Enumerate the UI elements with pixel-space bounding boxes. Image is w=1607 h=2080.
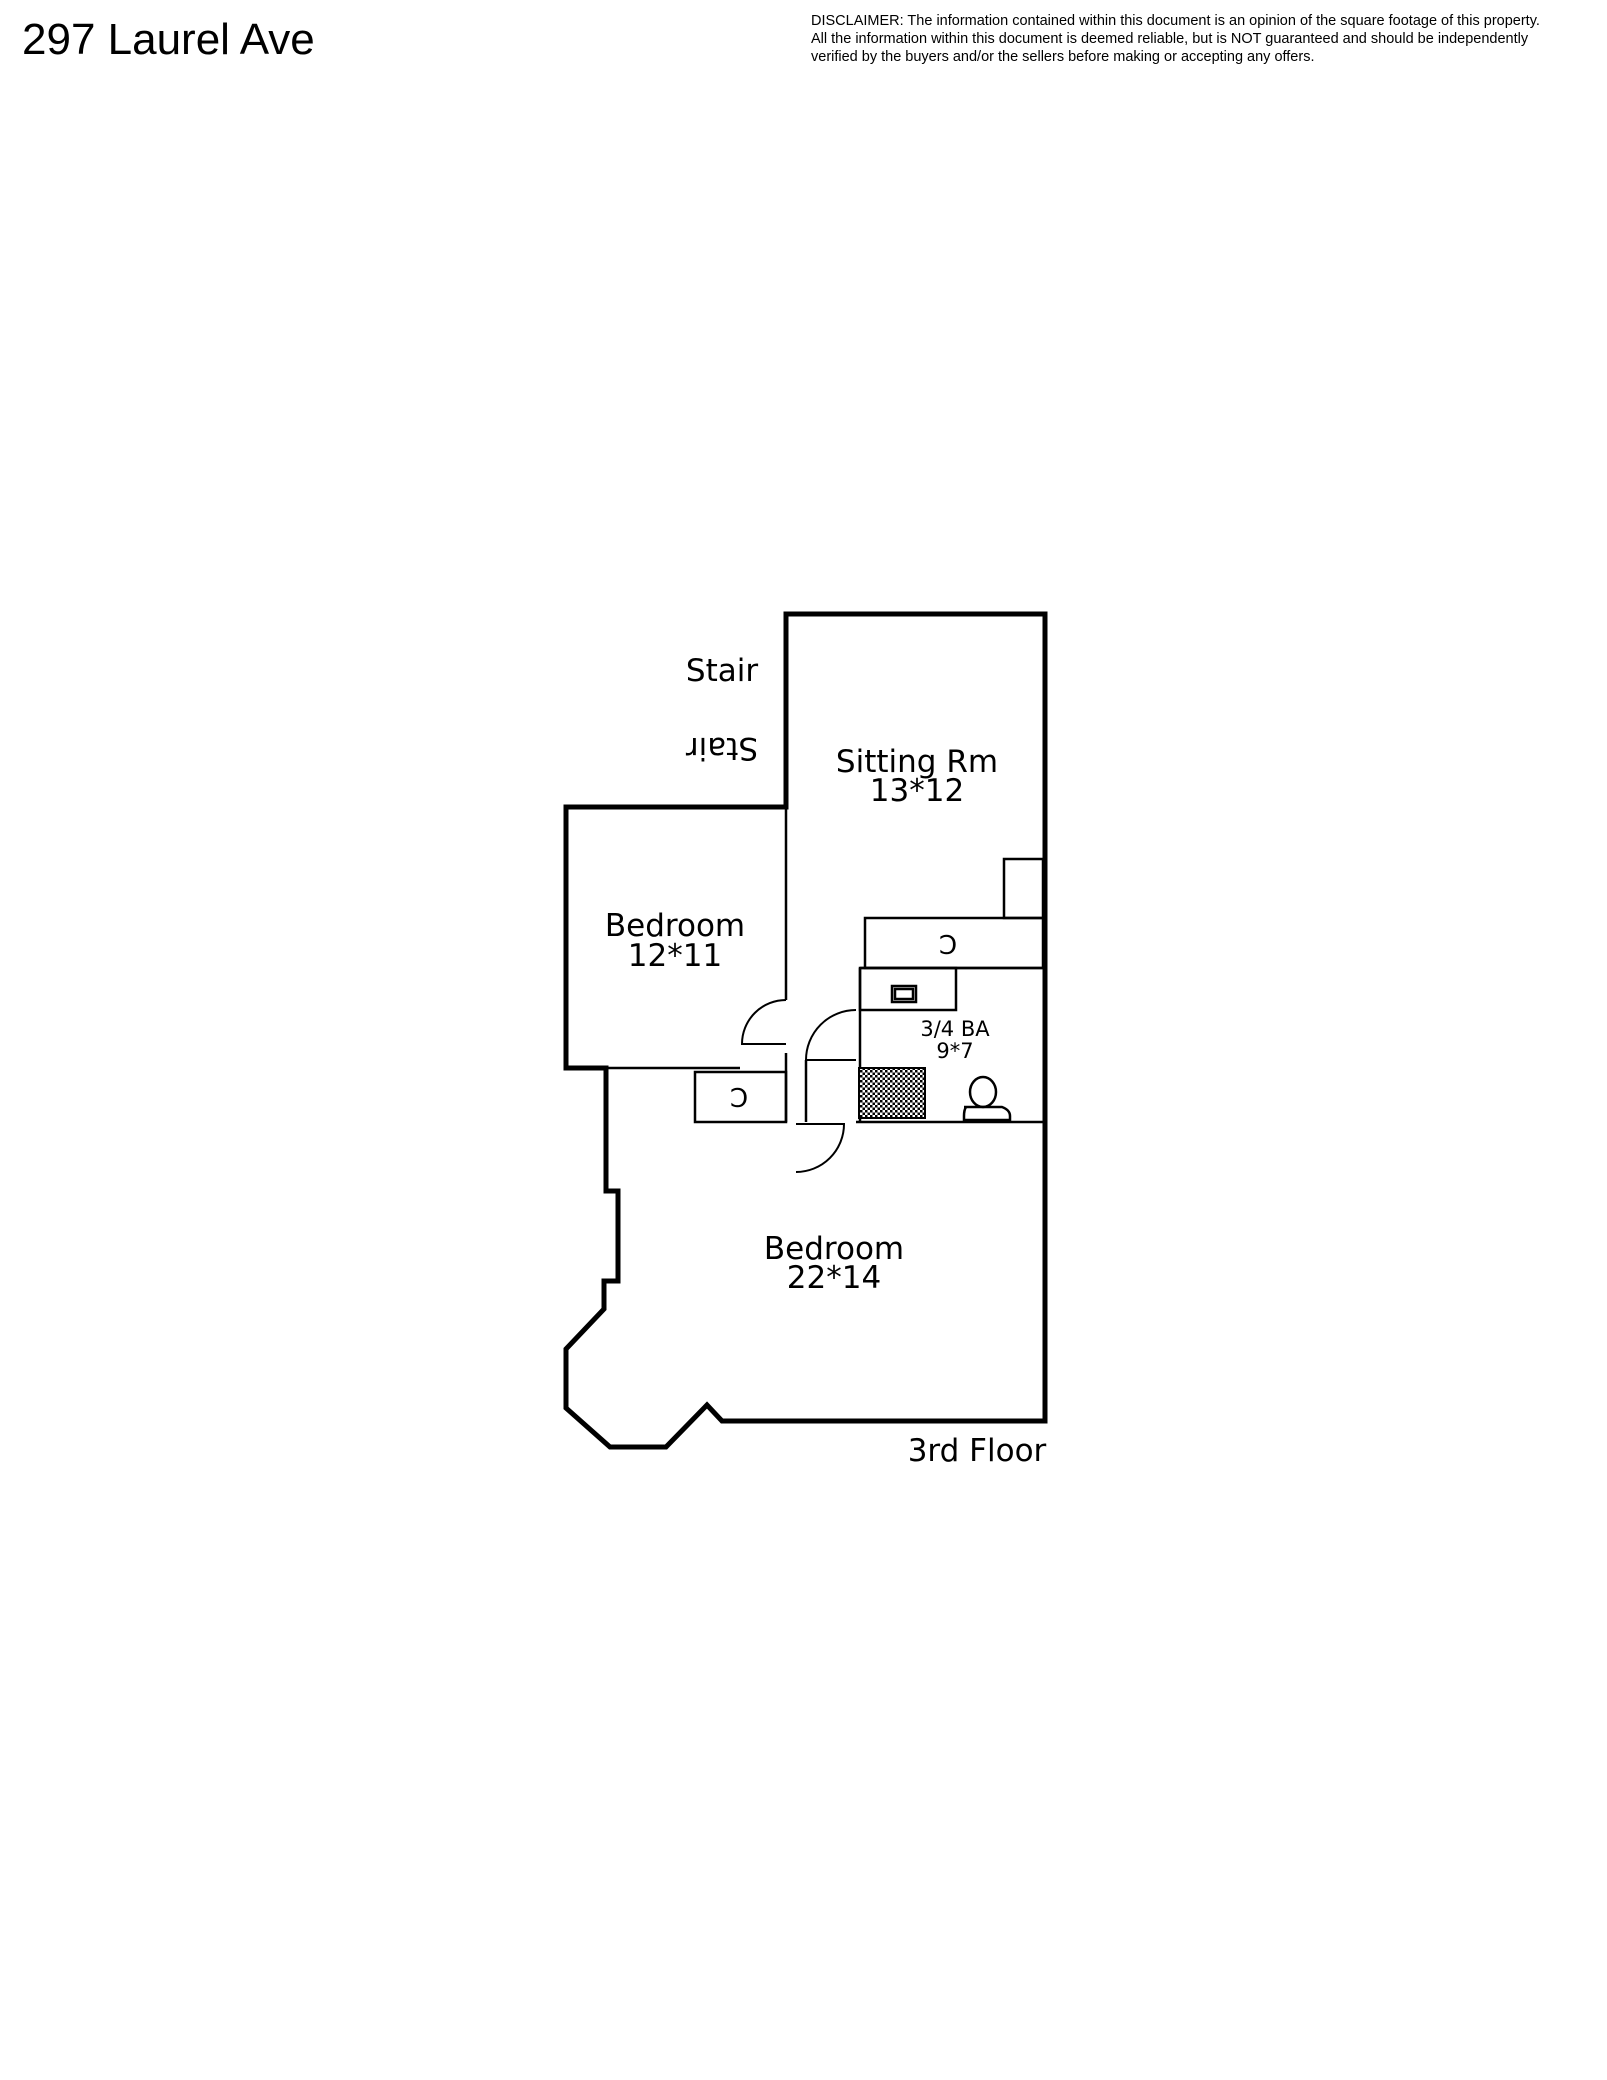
floor-label: 3rd Floor bbox=[908, 1433, 1047, 1469]
stair-label: Stair bbox=[686, 653, 758, 689]
room-name: Bedroom bbox=[764, 1231, 904, 1267]
disclaimer-line: verified by the buyers and/or the seller… bbox=[811, 49, 1315, 65]
interior-walls bbox=[606, 807, 1045, 1124]
room-size: 22*14 bbox=[787, 1260, 881, 1296]
closet-label: C bbox=[939, 928, 957, 958]
property-address: 297 Laurel Ave bbox=[22, 15, 315, 64]
disclaimer-line: DISCLAIMER: The information contained wi… bbox=[811, 13, 1540, 29]
doors bbox=[740, 999, 857, 1173]
shower-icon bbox=[858, 1067, 926, 1119]
stair-label-inverted: Stair bbox=[686, 730, 758, 766]
closet-label: C bbox=[730, 1081, 748, 1111]
disclaimer-line: All the information within this document… bbox=[811, 31, 1529, 47]
room-size: 13*12 bbox=[870, 773, 964, 809]
disclaimer: DISCLAIMER: The information contained wi… bbox=[811, 12, 1601, 66]
room-size: 12*11 bbox=[628, 938, 722, 974]
room-name: 3/4 BA bbox=[920, 1017, 990, 1041]
exterior-wall bbox=[563, 611, 1048, 1450]
room-size: 9*7 bbox=[936, 1039, 973, 1063]
toilet-icon bbox=[962, 1075, 1012, 1122]
room-name: Bedroom bbox=[605, 908, 745, 944]
room-name: Sitting Rm bbox=[836, 744, 998, 780]
